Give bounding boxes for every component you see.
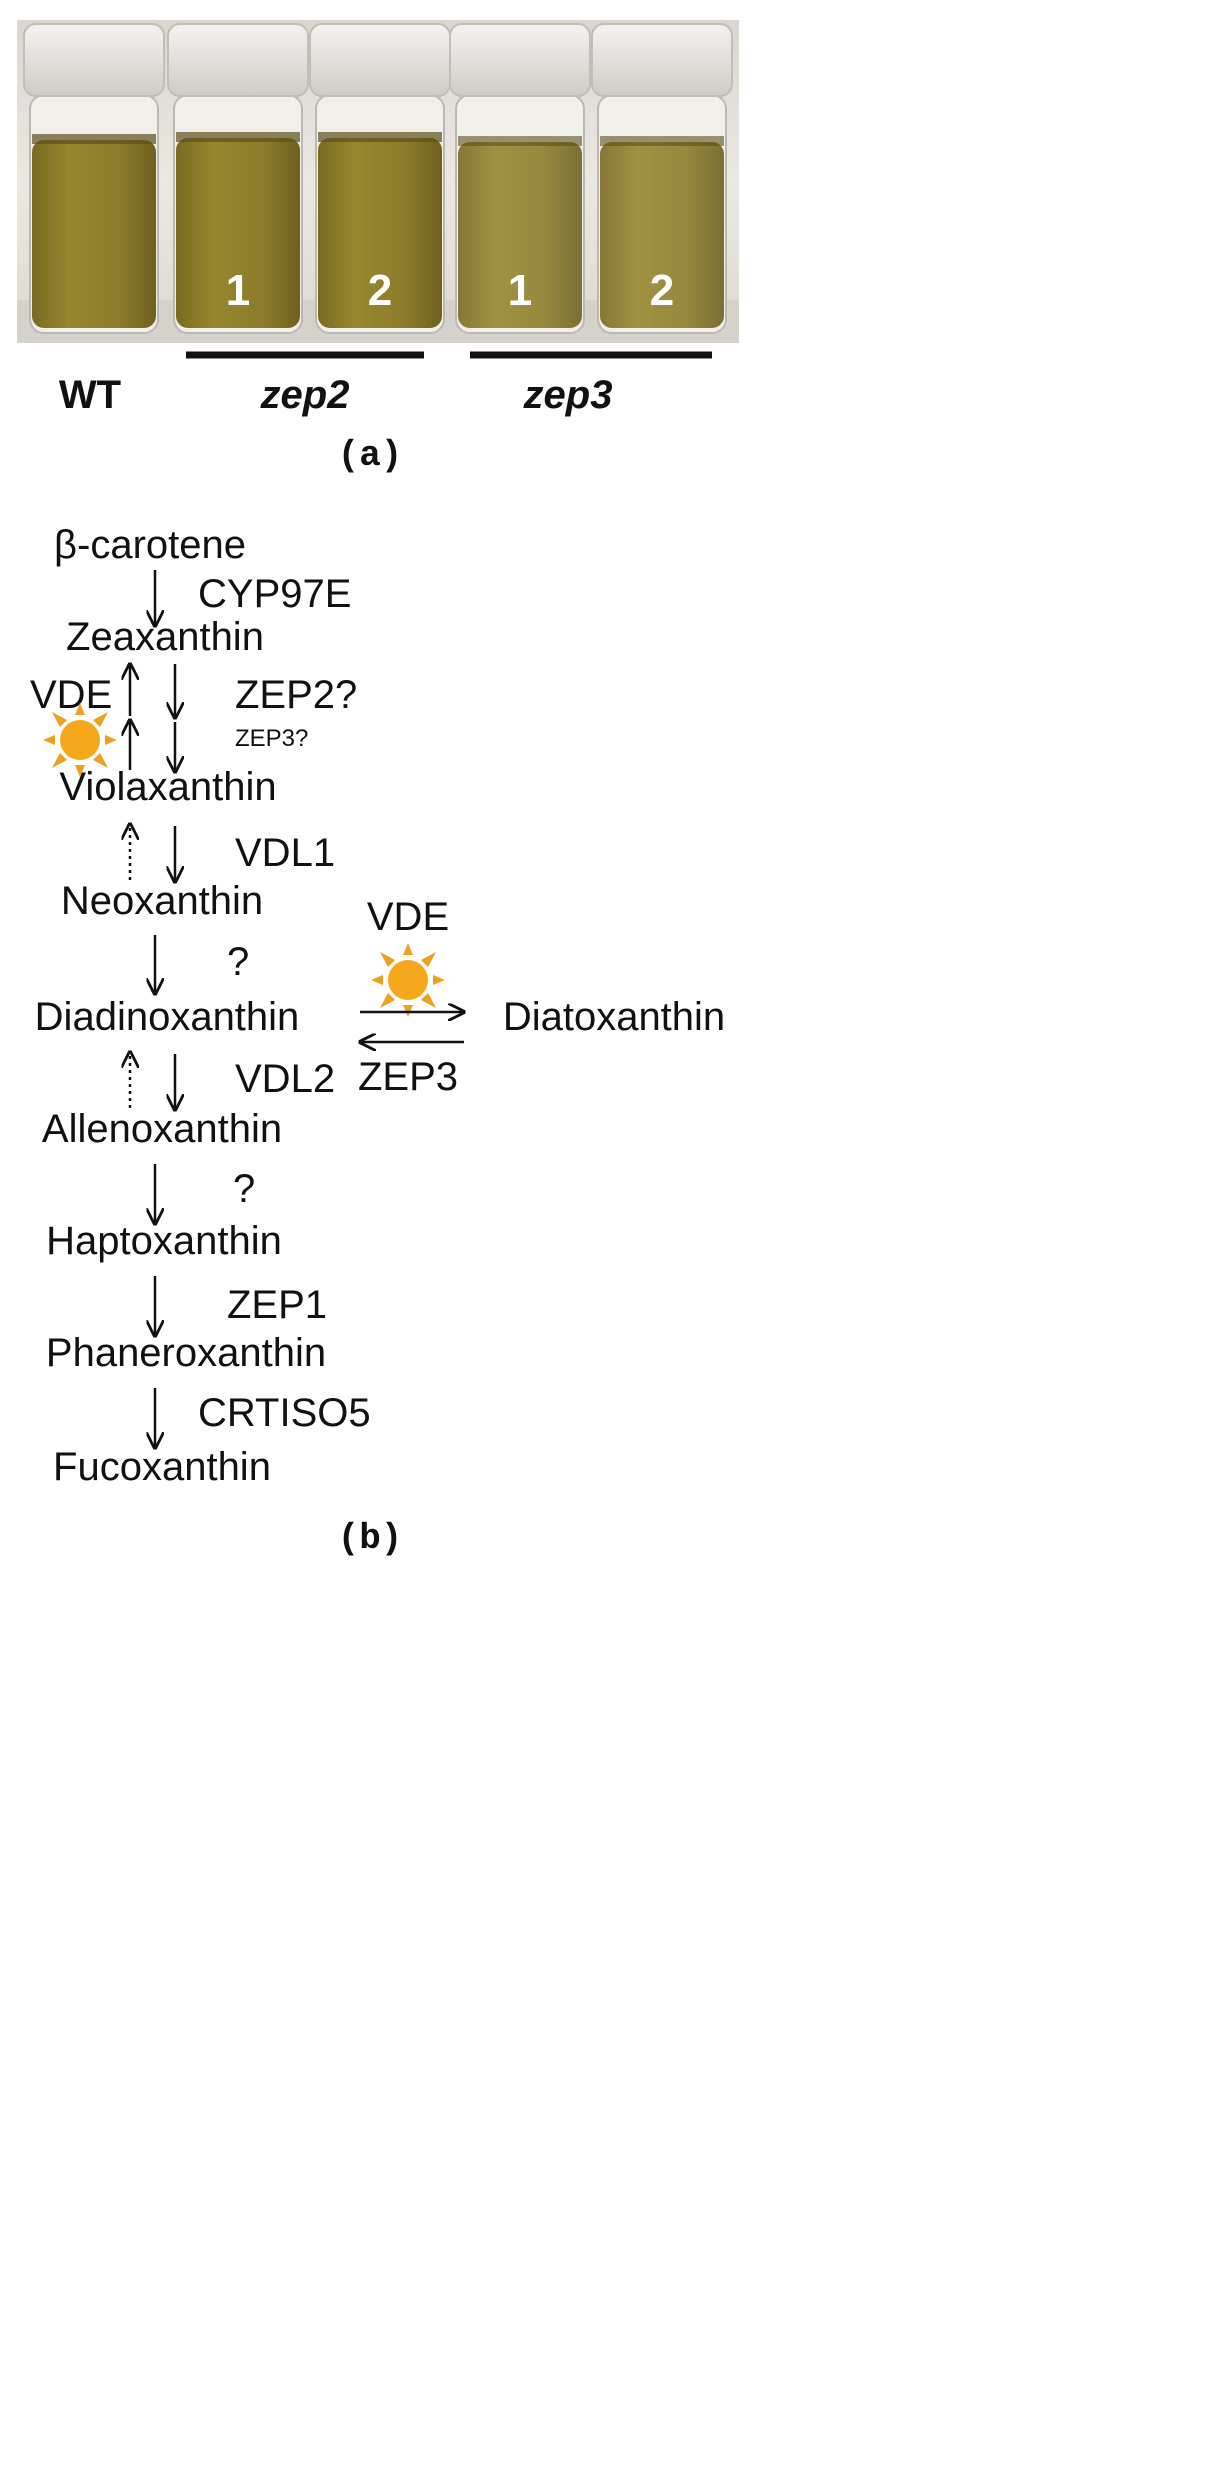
enzyme-zep3-minor: ZEP3?: [235, 725, 308, 752]
enzyme-zep2: ZEP2?: [235, 673, 357, 717]
vial-number: 1: [508, 266, 532, 315]
vial-zep2-2: [309, 23, 451, 334]
vial-photo: 1 2 1 2: [17, 20, 739, 343]
vial-number: 2: [368, 266, 392, 315]
sun-icon: [371, 943, 445, 1017]
zep2-label: zep2: [260, 373, 350, 417]
compound-zeaxanthin: Zeaxanthin: [66, 615, 264, 659]
wt-label: WT: [59, 373, 121, 417]
compound-neoxanthin: Neoxanthin: [61, 879, 263, 923]
compound-diadinoxanthin: Diadinoxanthin: [35, 995, 300, 1039]
vial-number: 1: [226, 266, 250, 315]
enzyme-vde: VDE: [30, 673, 112, 717]
vial-zep2-1: [167, 23, 309, 334]
enzyme-crtiso5: CRTISO5: [198, 1391, 371, 1435]
enzyme-cyp97e: CYP97E: [198, 572, 351, 616]
vial-zep3-2: [591, 23, 733, 334]
zep3-label: zep3: [523, 373, 613, 417]
compound-beta-carotene: β-carotene: [54, 523, 246, 567]
compound-allenoxanthin: Allenoxanthin: [42, 1107, 282, 1151]
pathway: β-carotene CYP97E Zeaxanthin VDE ZEP2? Z…: [30, 523, 725, 1489]
vial-wt: [23, 23, 165, 334]
enzyme-vdl1: VDL1: [235, 831, 335, 875]
panel-a-caption: (a): [338, 435, 403, 476]
enzyme-zep1: ZEP1: [227, 1283, 327, 1327]
enzyme-vde-right: VDE: [367, 895, 449, 939]
enzyme-zep3: ZEP3: [358, 1055, 458, 1099]
compound-fucoxanthin: Fucoxanthin: [53, 1445, 271, 1489]
compound-haptoxanthin: Haptoxanthin: [46, 1219, 282, 1263]
unknown-enzyme: ?: [233, 1167, 255, 1211]
compound-phaneroxanthin: Phaneroxanthin: [46, 1331, 326, 1375]
vial-number: 2: [650, 266, 674, 315]
compound-diatoxanthin: Diatoxanthin: [503, 995, 725, 1039]
unknown-enzyme: ?: [227, 940, 249, 984]
enzyme-vdl2: VDL2: [235, 1057, 335, 1101]
vial-zep3-1: [449, 23, 591, 334]
compound-violaxanthin: Violaxanthin: [59, 765, 276, 809]
panel-b-caption: (b): [338, 1518, 403, 1559]
